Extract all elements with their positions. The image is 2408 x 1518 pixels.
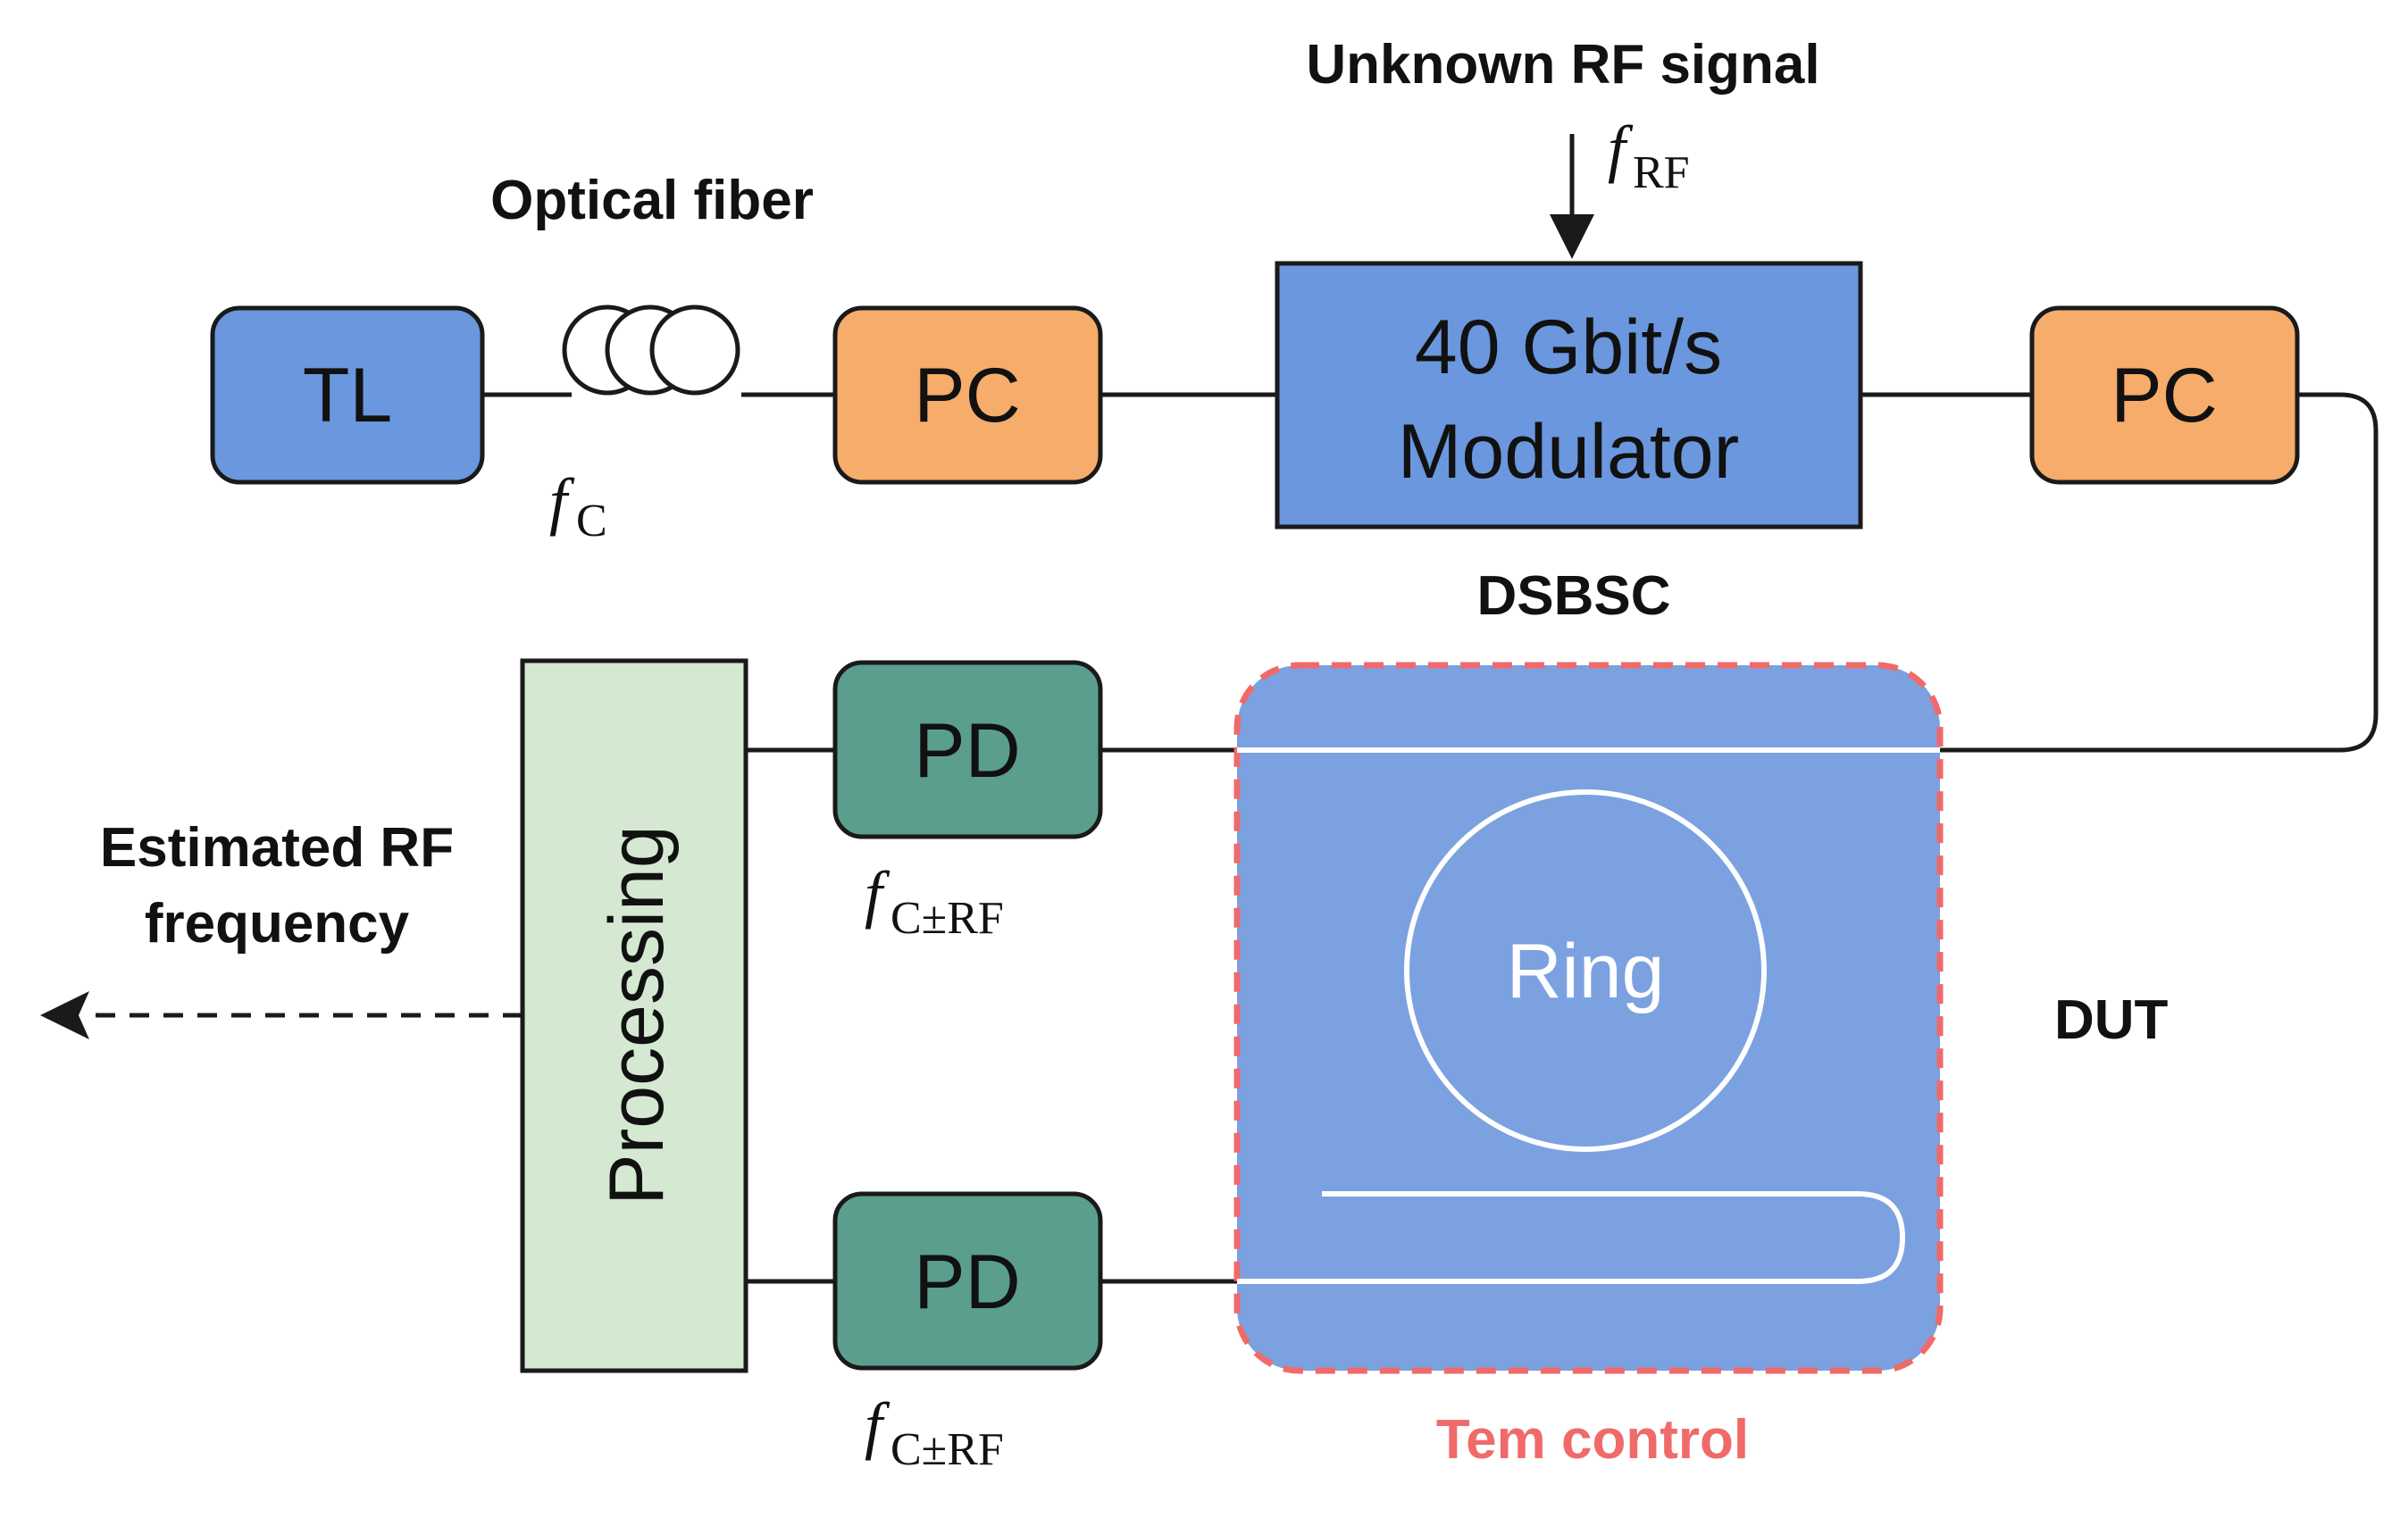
svg-text:f: f bbox=[865, 858, 890, 930]
svg-text:f: f bbox=[865, 1389, 890, 1461]
processing-label: Processing bbox=[594, 825, 680, 1205]
ring-resonator bbox=[1404, 789, 1767, 1152]
dut-label: DUT bbox=[2054, 989, 2169, 1051]
svg-text:f: f bbox=[1608, 113, 1634, 184]
optical-fiber-label: Optical fiber bbox=[490, 170, 814, 231]
pd-block-bottom: PD bbox=[832, 1191, 1103, 1371]
modulator-block: 40 Gbit/s Modulator bbox=[1275, 261, 1863, 530]
svg-text:C±RF: C±RF bbox=[890, 1424, 1004, 1475]
ring-label: Ring bbox=[1507, 929, 1665, 1014]
bus-waveguide-bottom bbox=[1237, 1191, 1906, 1284]
fc-label: f C bbox=[549, 465, 607, 546]
pd-bottom-label: PD bbox=[914, 1239, 1020, 1325]
modulator-line1: 40 Gbit/s bbox=[1415, 304, 1722, 390]
unknown-rf-label: Unknown RF signal bbox=[1306, 34, 1819, 96]
processing-block: Processing bbox=[520, 658, 748, 1373]
dut-block: Ring bbox=[1233, 662, 1944, 1374]
svg-text:f: f bbox=[549, 465, 575, 537]
fcrf-label-top: f C±RF bbox=[865, 858, 1004, 944]
svg-text:RF: RF bbox=[1633, 147, 1690, 198]
fiber-coil-icon bbox=[562, 304, 740, 396]
pd-top-label: PD bbox=[914, 708, 1020, 794]
svg-text:C±RF: C±RF bbox=[890, 893, 1004, 944]
pd-block-top: PD bbox=[832, 660, 1103, 839]
estimated-rf-line2: frequency bbox=[145, 893, 410, 955]
pc1-label: PC bbox=[914, 353, 1020, 438]
pc-block-2: PC bbox=[2029, 305, 2300, 485]
tem-control-label: Tem control bbox=[1436, 1409, 1749, 1471]
estimated-rf-line1: Estimated RF bbox=[100, 817, 454, 879]
dsbsc-label: DSBSC bbox=[1476, 565, 1670, 627]
pc2-label: PC bbox=[2111, 353, 2217, 438]
tl-label: TL bbox=[303, 353, 392, 438]
fcrf-label-bottom: f C±RF bbox=[865, 1389, 1004, 1475]
wire-pc2-loop-to-dut bbox=[1940, 392, 2379, 753]
tl-block: TL bbox=[210, 305, 485, 485]
pc-block-1: PC bbox=[832, 305, 1103, 485]
modulator-line2: Modulator bbox=[1398, 409, 1739, 495]
arrow-left-icon bbox=[40, 991, 523, 1039]
frf-label: f RF bbox=[1608, 113, 1690, 198]
svg-text:C: C bbox=[576, 496, 607, 546]
arrow-down-icon bbox=[1550, 134, 1594, 259]
